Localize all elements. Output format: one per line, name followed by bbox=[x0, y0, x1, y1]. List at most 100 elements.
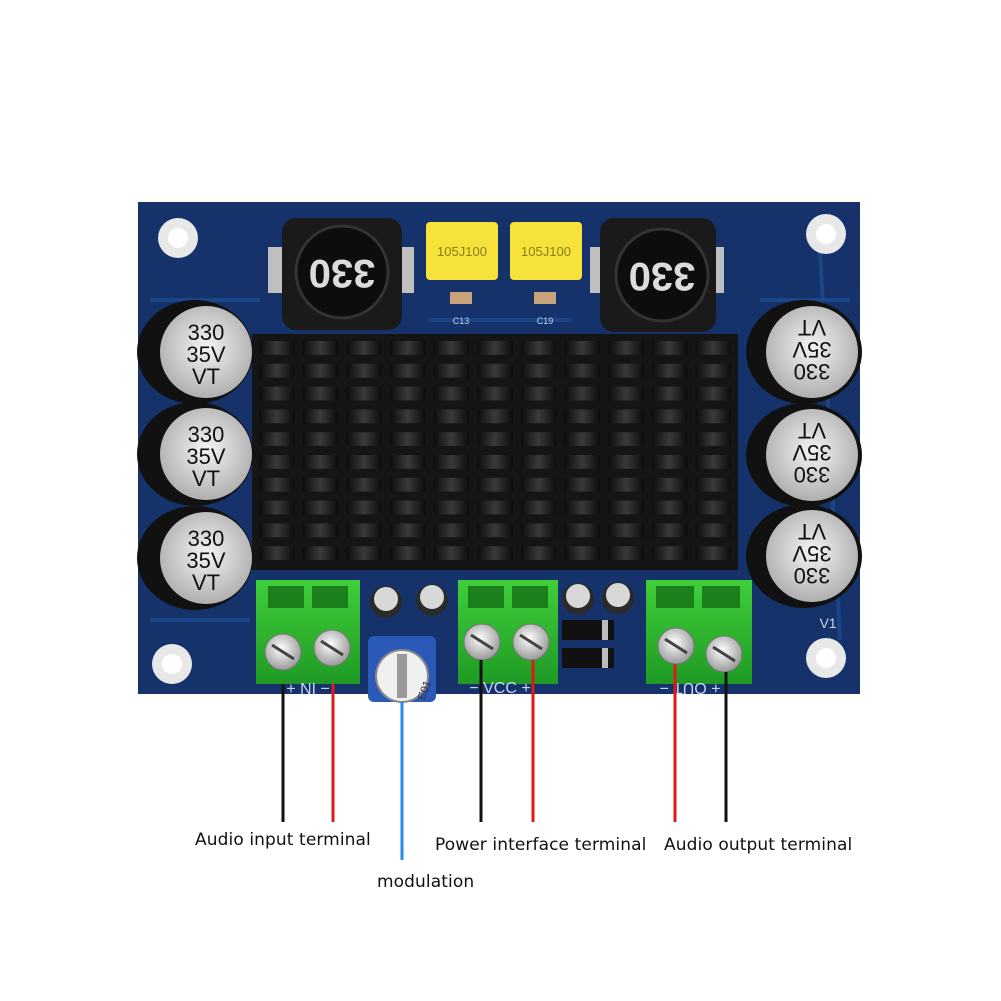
heatsink-fin bbox=[259, 363, 295, 378]
svg-text:C19: C19 bbox=[537, 316, 554, 326]
heatsink-fin bbox=[433, 341, 470, 355]
mounting-hole bbox=[806, 214, 846, 254]
heatsink-fin bbox=[651, 455, 688, 469]
svg-text:330: 330 bbox=[794, 462, 831, 487]
heatsink-fin bbox=[608, 477, 644, 492]
heatsink-fin bbox=[564, 523, 601, 538]
heatsink-fin bbox=[520, 409, 557, 424]
heatsink-fin bbox=[695, 432, 731, 446]
heatsink-fin bbox=[259, 523, 295, 538]
svg-text:VT: VT bbox=[798, 315, 826, 340]
heatsink-fin bbox=[608, 523, 644, 538]
heatsink-fin bbox=[389, 363, 426, 378]
heatsink-fin bbox=[302, 500, 339, 515]
heatsink-fin bbox=[651, 363, 688, 378]
heatsink-fin bbox=[651, 341, 688, 355]
power-interface-label: Power interface terminal bbox=[435, 835, 647, 855]
silk-out-label: + OUT − bbox=[659, 679, 720, 696]
svg-text:VT: VT bbox=[798, 519, 826, 544]
heatsink-fin bbox=[695, 363, 731, 378]
heatsink-fin bbox=[433, 409, 470, 424]
heatsink-fin bbox=[433, 546, 470, 560]
heatsink-fin bbox=[520, 386, 557, 401]
heatsink-fin bbox=[346, 432, 382, 446]
heatsink-fin bbox=[477, 477, 513, 492]
heatsink-fin bbox=[651, 409, 688, 424]
svg-text:VT: VT bbox=[192, 466, 220, 491]
heatsink-fin bbox=[520, 341, 557, 355]
heatsink bbox=[252, 334, 738, 570]
heatsink-fin bbox=[608, 500, 644, 515]
svg-text:C13: C13 bbox=[453, 316, 470, 326]
heatsink-fin bbox=[651, 432, 688, 446]
inductor-right: 330 bbox=[590, 218, 724, 332]
heatsink-fin bbox=[259, 455, 295, 469]
heatsink-fin bbox=[477, 432, 513, 446]
heatsink-fin bbox=[520, 546, 557, 560]
volume-potentiometer[interactable]: E01 bbox=[368, 636, 436, 703]
heatsink-fin bbox=[695, 546, 731, 560]
heatsink-fin bbox=[477, 455, 513, 469]
heatsink-fin bbox=[346, 523, 382, 538]
heatsink-fin bbox=[651, 546, 688, 560]
heatsink-fin bbox=[259, 341, 295, 355]
version-mark: V1 bbox=[819, 615, 836, 631]
heatsink-fin bbox=[564, 386, 601, 401]
electrolytic-capacitor-left-2: 330 35V VT bbox=[137, 402, 253, 506]
svg-text:VT: VT bbox=[192, 364, 220, 389]
heatsink-fin bbox=[564, 432, 601, 446]
heatsink-fin bbox=[389, 341, 426, 355]
heatsink-fin bbox=[302, 341, 339, 355]
heatsink-fin bbox=[608, 363, 644, 378]
svg-text:35V: 35V bbox=[792, 440, 831, 465]
terminal-block-input bbox=[256, 580, 360, 684]
svg-text:35V: 35V bbox=[186, 548, 225, 573]
heatsink-fin bbox=[608, 546, 644, 560]
small-capacitor bbox=[562, 583, 594, 615]
audio-input-label: Audio input terminal bbox=[195, 830, 371, 850]
heatsink-fin bbox=[389, 500, 426, 515]
heatsink-fin bbox=[346, 500, 382, 515]
heatsink-fin bbox=[477, 341, 513, 355]
mounting-hole bbox=[806, 638, 846, 678]
heatsink-fin bbox=[608, 386, 644, 401]
inductor-left: 330 bbox=[268, 218, 414, 330]
heatsink-fin bbox=[477, 386, 513, 401]
heatsink-fin bbox=[651, 386, 688, 401]
heatsink-fin bbox=[564, 363, 601, 378]
svg-text:330: 330 bbox=[629, 254, 696, 298]
heatsink-fin bbox=[259, 477, 295, 492]
heatsink-fin bbox=[477, 546, 513, 560]
heatsink-fin bbox=[695, 341, 731, 355]
heatsink-fin bbox=[695, 386, 731, 401]
heatsink-fin bbox=[302, 546, 339, 560]
terminal-block-output bbox=[646, 580, 752, 684]
diode bbox=[562, 648, 614, 668]
heatsink-fin bbox=[302, 432, 339, 446]
heatsink-fin bbox=[259, 546, 295, 560]
heatsink-fin bbox=[608, 455, 644, 469]
svg-text:330: 330 bbox=[794, 563, 831, 588]
svg-text:330: 330 bbox=[309, 251, 376, 295]
heatsink-fin bbox=[564, 341, 601, 355]
svg-text:35V: 35V bbox=[186, 444, 225, 469]
audio-output-label: Audio output terminal bbox=[664, 835, 853, 855]
heatsink-fin bbox=[259, 386, 295, 401]
svg-text:VT: VT bbox=[192, 570, 220, 595]
heatsink-fin bbox=[477, 500, 513, 515]
heatsink-fin bbox=[520, 523, 557, 538]
film-capacitor: 105J100 bbox=[510, 222, 582, 280]
heatsink-fin bbox=[302, 386, 339, 401]
mounting-hole bbox=[158, 218, 198, 258]
heatsink-fin bbox=[302, 363, 339, 378]
small-capacitor bbox=[370, 586, 402, 618]
svg-text:330: 330 bbox=[188, 422, 225, 447]
heatsink-fin bbox=[651, 500, 688, 515]
heatsink-fin bbox=[520, 455, 557, 469]
heatsink-fin bbox=[302, 477, 339, 492]
heatsink-fin bbox=[433, 500, 470, 515]
mounting-hole bbox=[152, 644, 192, 684]
svg-text:330: 330 bbox=[188, 526, 225, 551]
terminal-block-vcc bbox=[458, 580, 558, 684]
